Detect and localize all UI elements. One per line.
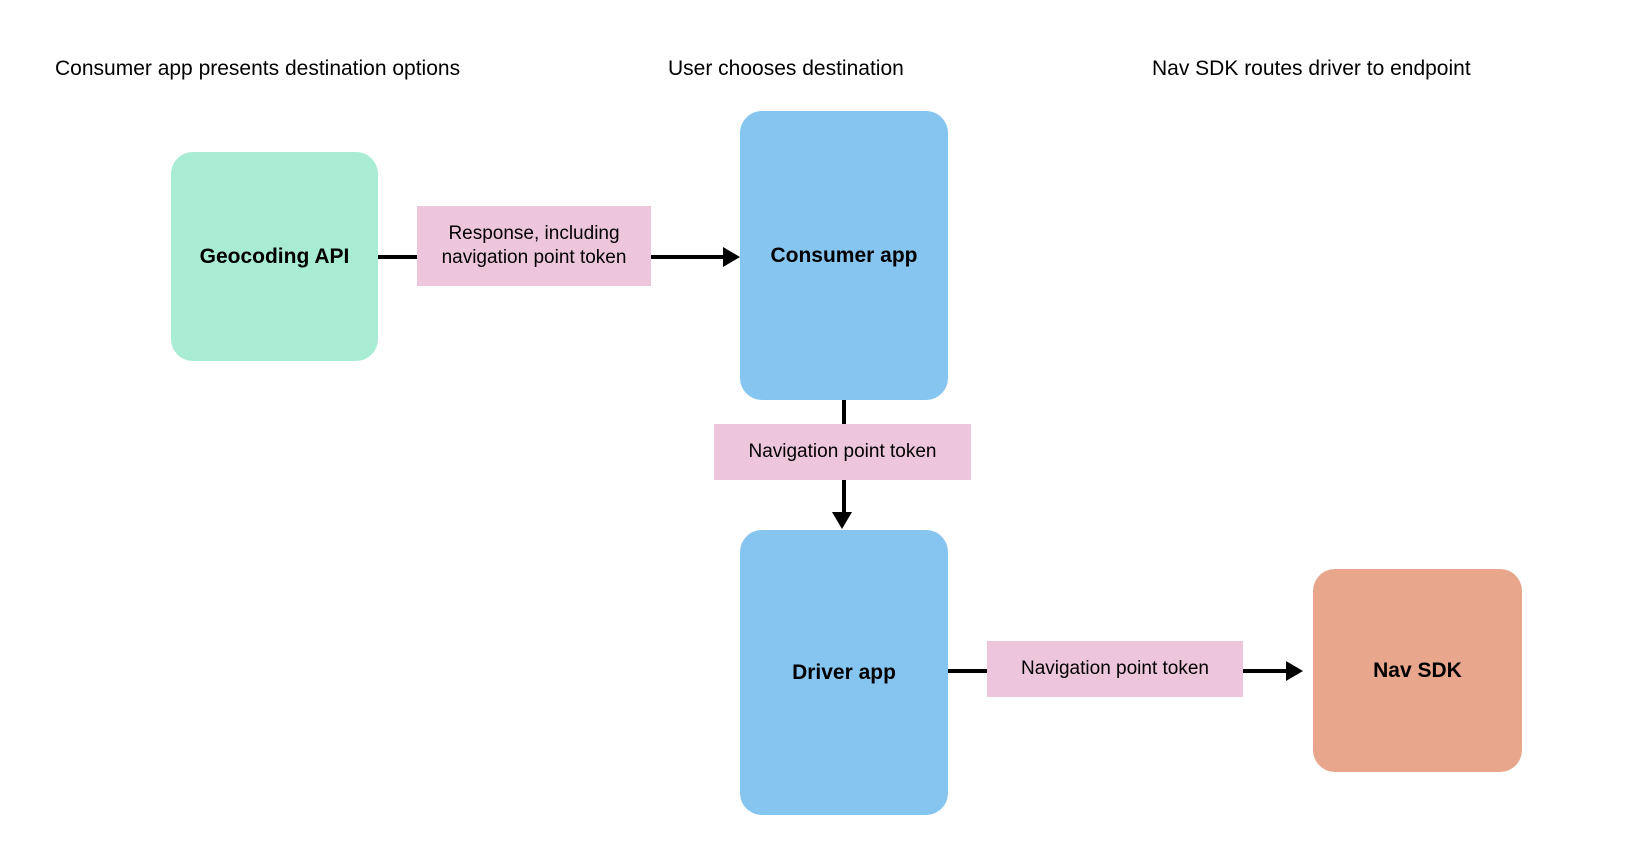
edge-label-navigation-point-token-vertical-text: Navigation point token (748, 441, 937, 462)
node-geocoding-api-label: Geocoding API (199, 244, 350, 268)
arrowhead-consumer-to-driver (832, 512, 852, 529)
edge-label-response-text: Response, including navigation point tok… (441, 223, 627, 268)
node-driver-app-label: Driver app (792, 660, 896, 684)
node-consumer-app[interactable]: Consumer app (740, 111, 948, 400)
node-consumer-app-label: Consumer app (770, 243, 918, 267)
node-geocoding-api[interactable]: Geocoding API (171, 152, 378, 361)
node-driver-app[interactable]: Driver app (740, 530, 948, 815)
edge-label-navigation-point-token-horizontal[interactable]: Navigation point token (987, 641, 1243, 697)
column-heading-consumer-app-presents: Consumer app presents destination option… (55, 57, 461, 80)
edge-label-response-including-navigation-point-token[interactable]: Response, including navigation point tok… (417, 206, 651, 286)
edge-label-navigation-point-token-horizontal-text: Navigation point token (1020, 658, 1209, 679)
node-nav-sdk[interactable]: Nav SDK (1313, 569, 1522, 772)
arrowhead-driver-to-navsdk (1286, 661, 1303, 681)
arrowhead-geocoding-to-consumer (723, 247, 740, 267)
edge-label-navigation-point-token-vertical[interactable]: Navigation point token (714, 424, 971, 480)
column-heading-nav-sdk-routes-driver: Nav SDK routes driver to endpoint (1152, 57, 1471, 80)
node-nav-sdk-label: Nav SDK (1373, 658, 1462, 682)
column-heading-user-chooses-destination: User chooses destination (668, 57, 904, 80)
